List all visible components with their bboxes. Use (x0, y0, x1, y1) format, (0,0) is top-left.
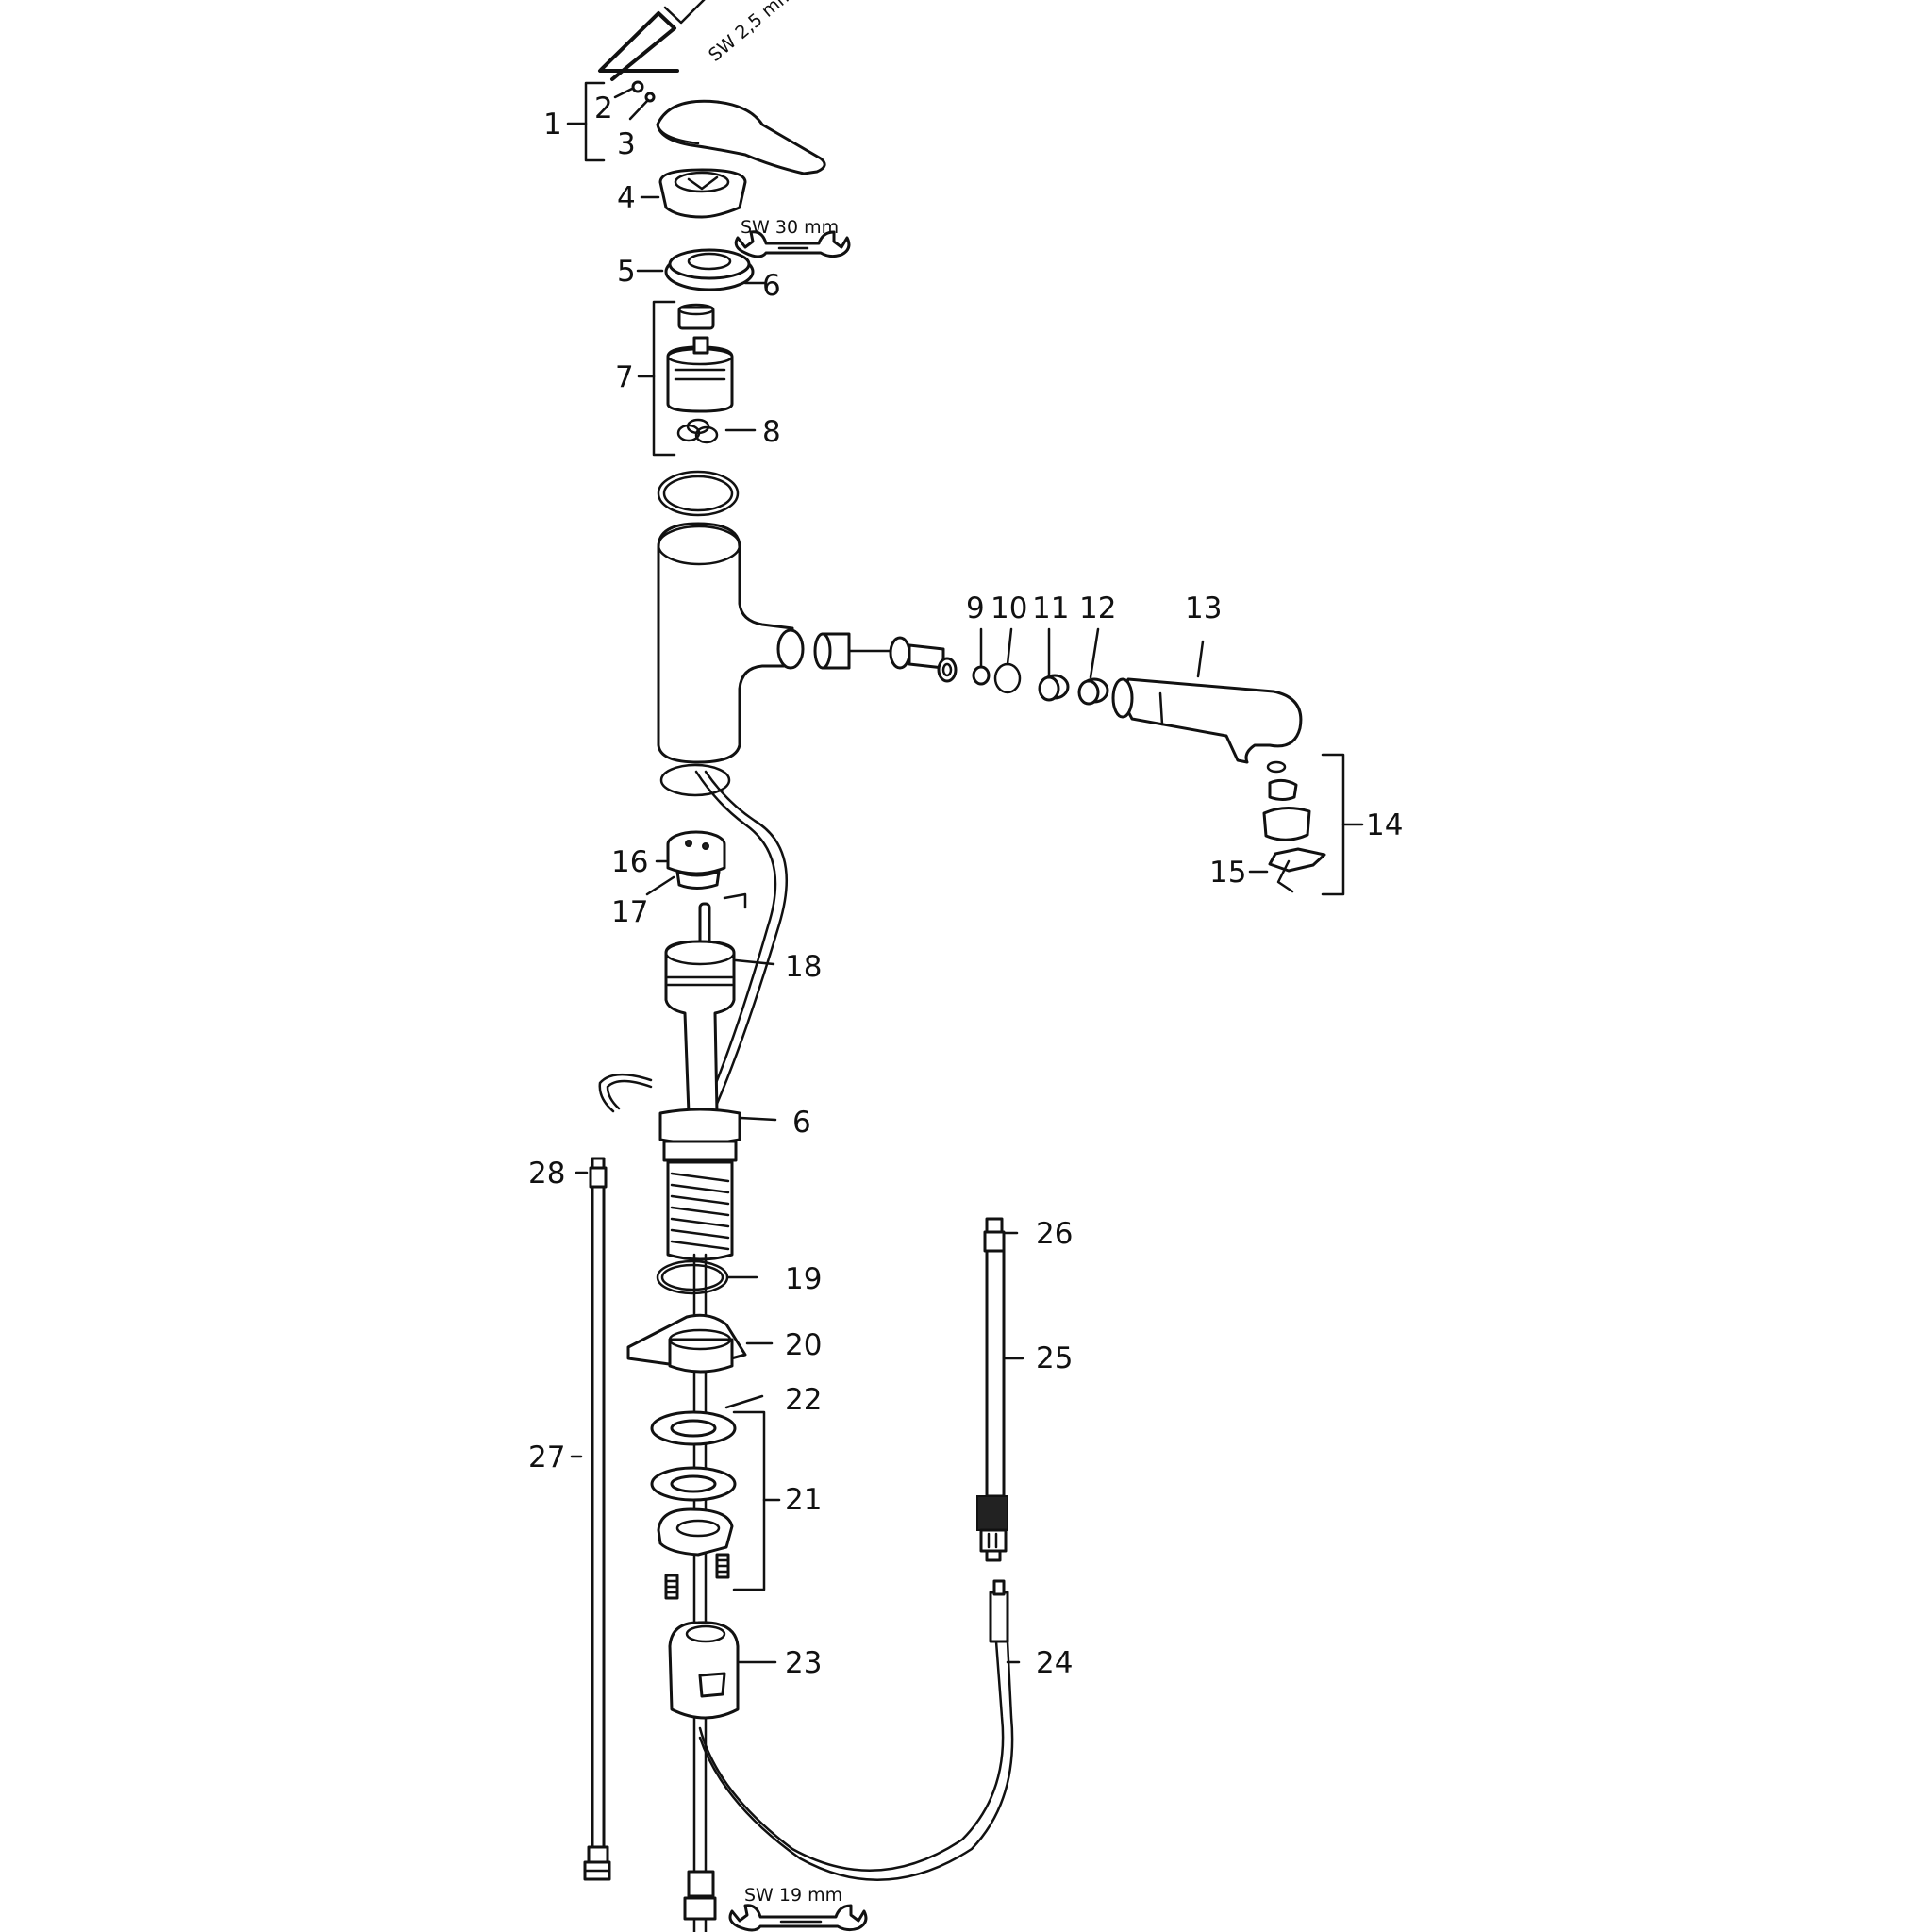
label-8: 8 (762, 415, 781, 449)
label-3: 3 (617, 127, 636, 161)
handle-lever-icon (656, 99, 826, 175)
wrench-19mm-icon (728, 1904, 868, 1932)
label-5: 5 (617, 255, 636, 289)
label-2: 2 (594, 92, 613, 125)
supply-hose-icon (976, 1217, 1008, 1562)
o-ring-icon (659, 763, 731, 797)
hex-key-size-label: SW 2,5 mm (705, 0, 798, 66)
wrench-30mm-icon (734, 230, 851, 258)
hose-weight-icon (668, 1621, 740, 1720)
label-15: 15 (1209, 856, 1246, 890)
diverter-icon (666, 830, 747, 909)
label-21: 21 (785, 1483, 822, 1517)
spray-head-icon (1111, 677, 1303, 764)
label-22: 22 (785, 1383, 822, 1417)
label-11: 11 (1032, 591, 1069, 625)
label-24: 24 (1036, 1646, 1073, 1680)
hex-key-icon (598, 0, 706, 81)
seal-ring-19-icon (656, 1259, 729, 1295)
hose-24-icon (698, 1640, 1005, 1872)
supply-hose-28-icon (583, 1157, 611, 1881)
mounting-plate-icon (626, 1313, 747, 1374)
group-bracket-7 (652, 300, 676, 457)
pull-out-hose-icon (704, 770, 789, 1106)
wrench-30mm-label: SW 30 mm (741, 217, 839, 238)
label-19: 19 (785, 1262, 822, 1296)
label-7: 7 (615, 360, 634, 394)
label-27: 27 (528, 1441, 565, 1474)
label-28: 28 (528, 1157, 565, 1191)
clamp-plate-icon (657, 1507, 734, 1557)
label-20: 20 (785, 1328, 822, 1362)
shank-threads (670, 1172, 730, 1251)
label-6b: 6 (792, 1106, 811, 1140)
label-25: 25 (1036, 1341, 1073, 1375)
label-9: 9 (966, 591, 985, 625)
label-16: 16 (611, 845, 648, 879)
cartridge-icon (666, 303, 734, 413)
spray-face-icon (1262, 760, 1326, 893)
clamp-screw-icon (664, 1553, 730, 1600)
label-1: 1 (543, 108, 562, 142)
spout-tube-icon (776, 628, 958, 683)
aerator-12-icon (1077, 677, 1109, 706)
label-14: 14 (1366, 808, 1403, 842)
threaded-nut-icon (664, 248, 755, 291)
o-ring-10-icon (993, 662, 1022, 694)
rubber-washer-icon (650, 1410, 737, 1446)
cover-cap-icon (658, 168, 747, 219)
label-6: 6 (762, 269, 781, 303)
label-4: 4 (617, 181, 636, 215)
wrench-19mm-label: SW 19 mm (744, 1885, 842, 1906)
label-18: 18 (785, 950, 822, 984)
label-26: 26 (1036, 1217, 1073, 1251)
snap-ring-icon (657, 470, 740, 517)
hose-end-24-icon (989, 1579, 1009, 1643)
aerator-11-icon (1038, 674, 1070, 702)
label-23: 23 (785, 1646, 822, 1680)
o-rings-icon (676, 418, 719, 444)
grub-screw-icon (631, 80, 656, 103)
group-bracket-14 (1321, 753, 1345, 896)
mixer-body-icon (657, 522, 794, 764)
label-13: 13 (1185, 591, 1222, 625)
retaining-clip-icon (598, 1074, 653, 1113)
label-17: 17 (611, 895, 648, 929)
threaded-shank-icon (658, 902, 741, 1261)
group-bracket-21 (732, 1410, 766, 1591)
label-10: 10 (991, 591, 1027, 625)
group-bracket-1 (584, 81, 606, 162)
small-part-9-icon (972, 665, 991, 686)
bottom-fitting-icon (683, 1870, 717, 1921)
metal-washer-icon (650, 1466, 737, 1502)
label-12: 12 (1079, 591, 1116, 625)
